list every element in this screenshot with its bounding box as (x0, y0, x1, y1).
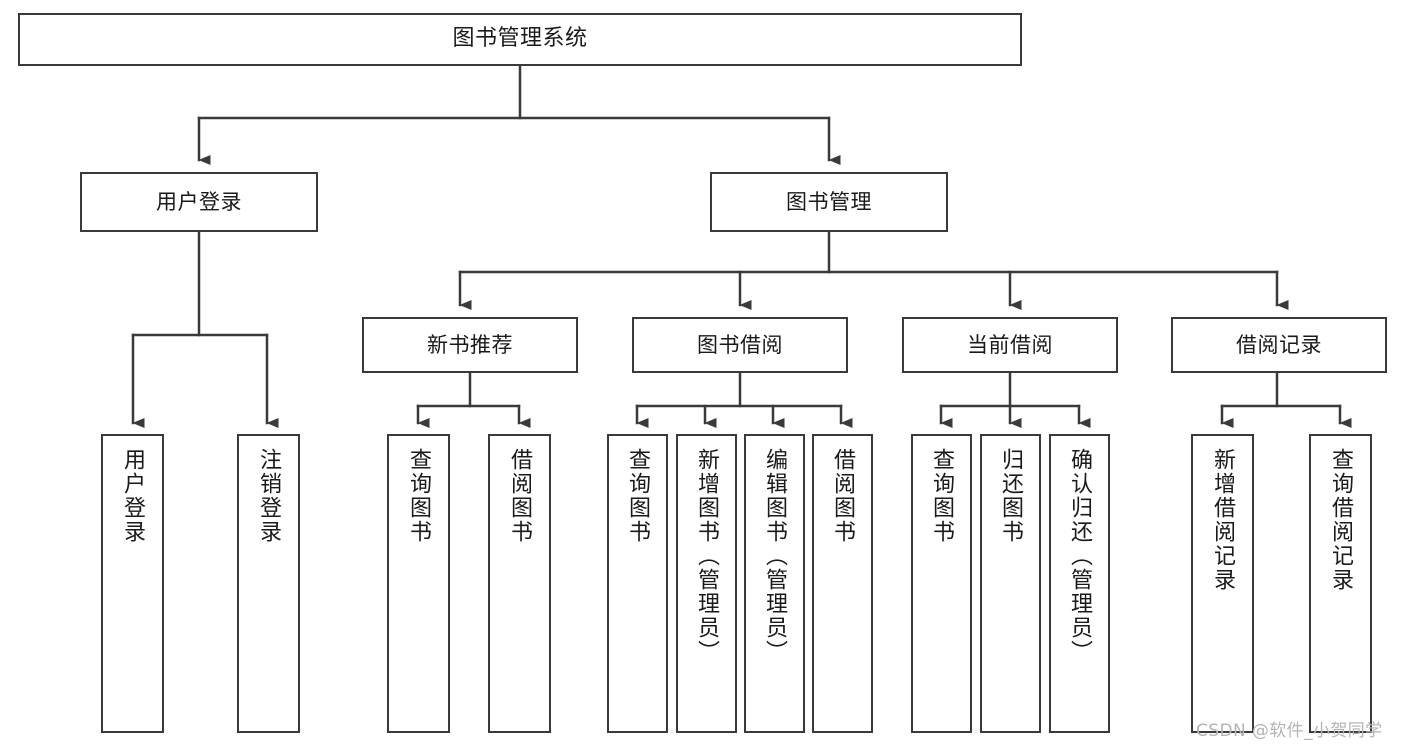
node-label: 借阅记录 (1236, 332, 1322, 357)
csdn-watermark: CSDN @软件_小贺同学 (1196, 721, 1383, 741)
node-label: 图书管理 (786, 189, 872, 214)
node-borrow-record[interactable]: 借阅记录 (1171, 317, 1387, 373)
node-label: 新增图书（管理员） (694, 448, 720, 664)
node-book-management-system[interactable]: 图书管理系统 (18, 13, 1022, 66)
node-label: 编辑图书（管理员） (762, 448, 788, 664)
node-label: 用户登录 (120, 448, 146, 544)
node-label: 查询借阅记录 (1328, 448, 1354, 592)
node-label: 新书推荐 (427, 332, 513, 357)
node-leaf-query-book-2[interactable]: 查询图书 (607, 434, 668, 733)
node-label: 新增借阅记录 (1210, 448, 1236, 592)
node-leaf-add-record[interactable]: 新增借阅记录 (1191, 434, 1254, 733)
node-leaf-borrow-book-1[interactable]: 借阅图书 (488, 434, 551, 733)
node-label: 归还图书 (998, 448, 1024, 544)
node-book-borrow[interactable]: 图书借阅 (632, 317, 848, 373)
node-label: 查询图书 (406, 448, 432, 544)
node-label: 查询图书 (929, 448, 955, 544)
node-label: 确认归还（管理员） (1067, 448, 1093, 664)
node-label: 用户登录 (156, 189, 242, 214)
node-leaf-confirm-return[interactable]: 确认归还（管理员） (1049, 434, 1110, 733)
node-leaf-user-login[interactable]: 用户登录 (101, 434, 164, 733)
node-new-book-recommend[interactable]: 新书推荐 (362, 317, 578, 373)
node-leaf-edit-book[interactable]: 编辑图书（管理员） (744, 434, 805, 733)
node-label: 注销登录 (256, 448, 282, 544)
node-current-borrow[interactable]: 当前借阅 (902, 317, 1118, 373)
node-leaf-borrow-book-2[interactable]: 借阅图书 (812, 434, 873, 733)
node-leaf-query-book-3[interactable]: 查询图书 (911, 434, 972, 733)
node-user-login[interactable]: 用户登录 (80, 172, 318, 232)
node-book-management[interactable]: 图书管理 (710, 172, 948, 232)
node-leaf-query-book-1[interactable]: 查询图书 (387, 434, 450, 733)
node-leaf-logout[interactable]: 注销登录 (237, 434, 300, 733)
node-label: 借阅图书 (507, 448, 533, 544)
node-leaf-add-book[interactable]: 新增图书（管理员） (676, 434, 737, 733)
node-label: 借阅图书 (830, 448, 856, 544)
node-label: 图书借阅 (697, 332, 783, 357)
node-leaf-return-book[interactable]: 归还图书 (980, 434, 1041, 733)
node-label: 当前借阅 (967, 332, 1053, 357)
node-label: 查询图书 (625, 448, 651, 544)
node-label: 图书管理系统 (452, 26, 588, 52)
node-leaf-query-record[interactable]: 查询借阅记录 (1309, 434, 1372, 733)
